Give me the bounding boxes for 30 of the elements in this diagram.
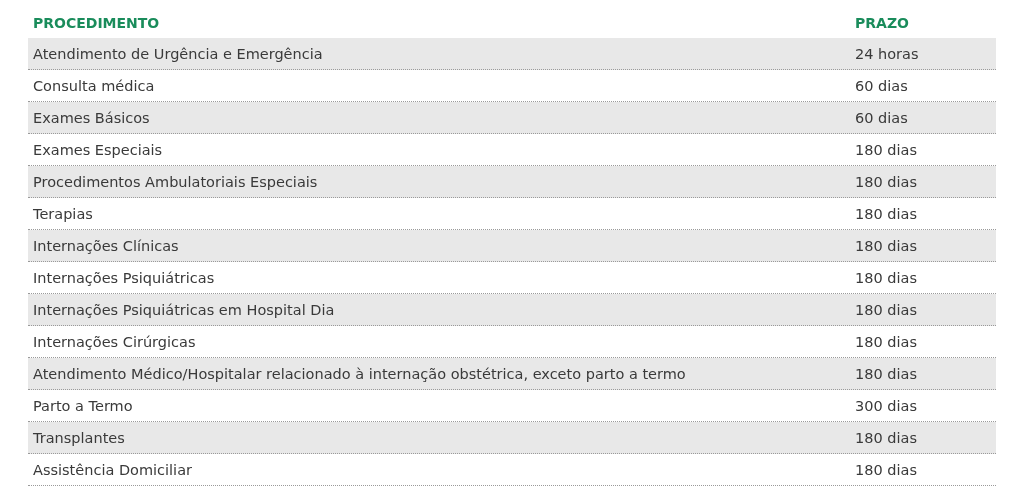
procedure-name: Internações Cirúrgicas bbox=[33, 333, 196, 350]
procedure-name: Consulta médica bbox=[33, 77, 155, 94]
column-header: PROCEDIMENTO bbox=[33, 15, 160, 31]
procedure-name: Procedimentos Ambulatoriais Especiais bbox=[33, 173, 318, 190]
deadline-text: 60 dias bbox=[855, 77, 908, 94]
procedure-name: Internações Psiquiátricas em Hospital Dia bbox=[33, 301, 335, 318]
procedure-name: Exames Básicos bbox=[33, 109, 150, 126]
deadline-text: 60 dias bbox=[855, 109, 908, 126]
deadline-text: 180 dias bbox=[855, 141, 917, 158]
deadline-text: 300 dias bbox=[855, 397, 917, 414]
deadline-text: 180 dias bbox=[855, 333, 917, 350]
procedure-name: Transplantes bbox=[33, 429, 125, 446]
deadline-text: 180 dias bbox=[855, 237, 917, 254]
deadline-text: 180 dias bbox=[855, 301, 917, 318]
procedure-name: Exames Especiais bbox=[33, 141, 163, 158]
procedure-name: Parto a Termo bbox=[33, 397, 133, 414]
procedure-name: Assistência Domiciliar bbox=[33, 461, 192, 478]
procedure-name: Internações Psiquiátricas bbox=[33, 269, 215, 286]
procedure-name: Terapias bbox=[33, 205, 93, 222]
deadline-text: 180 dias bbox=[855, 173, 917, 190]
procedure-name: Internações Clínicas bbox=[33, 237, 179, 254]
deadline-text: 180 dias bbox=[855, 269, 917, 286]
procedure-name: Atendimento Médico/Hospitalar relacionado à internação obstétrica, exceto parto a termo bbox=[33, 365, 686, 382]
deadline-text: 180 dias bbox=[855, 429, 917, 446]
procedure-name: Atendimento de Urgência e Emergência bbox=[33, 45, 323, 62]
deadline-text: 24 horas bbox=[855, 45, 919, 62]
deadline-text: 180 dias bbox=[855, 365, 917, 382]
deadline-text: 180 dias bbox=[855, 461, 917, 478]
column-header: PRAZO bbox=[855, 15, 909, 31]
deadline-text: 180 dias bbox=[855, 205, 917, 222]
